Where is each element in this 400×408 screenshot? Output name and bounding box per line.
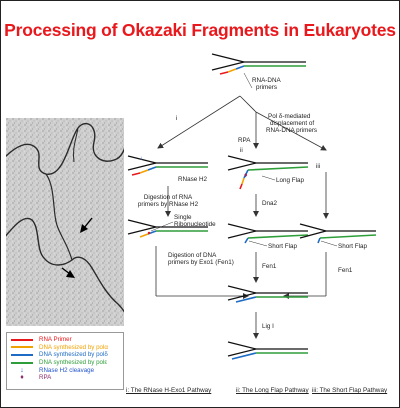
legend-item-rnase-h2: ↓ RNase H2 cleavage [11, 366, 119, 374]
rpa-icon: ♦ [20, 374, 24, 382]
label-short-flap-iii: Short Flap [338, 243, 368, 250]
rnase-cleavage-icon: ↓ [20, 366, 24, 374]
rpa-icon: ♦ [244, 172, 248, 179]
arrow-icon [80, 217, 93, 233]
dna-structure-i-2 [127, 219, 208, 238]
label-digestion-dna-1: Digestion of DNA [168, 252, 217, 259]
label-path-i: i [176, 115, 177, 122]
dna-structure-top [211, 53, 306, 75]
dna-structure-nicked [227, 285, 308, 303]
legend-item-rna-primer: RNA Primer [11, 336, 119, 344]
label-rna-dna-primers-1: RNA-DNA [252, 77, 281, 84]
legend-label: DNA synthesized by polε [39, 359, 108, 367]
label-single-1: Single [174, 214, 192, 221]
label-pol-delta-2: displacement of [270, 120, 314, 127]
rnase-cleavage-icon: ↓ [140, 156, 143, 162]
label-short-flap-ii: Short Flap [268, 243, 298, 250]
leader-line [243, 72, 253, 89]
label-fen1-ii: Fen1 [262, 263, 277, 270]
label-single-2: Ribonucleotide [174, 221, 216, 228]
legend: RNA Primer DNA synthesized by polα DNA s… [6, 332, 124, 390]
label-rna-dna-primers-2: primers [256, 84, 277, 91]
dna-structure-iii-2 [299, 223, 377, 244]
dna-structure-i-1: ↓ [127, 155, 208, 176]
pathway-caption-i: i: The RNase H-Exo1 Pathway [126, 387, 212, 394]
label-long-flap: Long Flap [276, 177, 305, 184]
label-digestion-dna-2: primers by Exo1 (Fen1) [168, 259, 234, 266]
legend-item-rpa: ♦ RPA [11, 374, 119, 382]
legend-swatch [11, 361, 33, 364]
leader-line [150, 221, 174, 232]
label-dna2: Dna2 [262, 200, 278, 207]
legend-swatch [11, 353, 33, 356]
pathway-caption-ii: ii: The Long Flap Pathway [236, 387, 309, 394]
label-digestion-rna-1: Digestion of RNA [144, 194, 193, 201]
arrow-connector [239, 95, 257, 113]
leader-line [248, 240, 268, 247]
legend-item-pol-alpha: DNA synthesized by polα [11, 344, 119, 352]
dna-structure-ii-1: ♦ [227, 155, 309, 190]
dna-structure-ii-2 [227, 223, 309, 244]
legend-label: DNA synthesized by polα [39, 343, 108, 351]
leader-line [261, 175, 276, 181]
legend-item-pol-epsilon: DNA synthesized by polε [11, 359, 119, 367]
label-rnase-h2: RNase H2 [178, 176, 208, 183]
label-path-iii: iii [316, 163, 320, 170]
dna-structure-ligated [227, 341, 308, 360]
legend-label: DNA synthesized by polδ [39, 351, 108, 359]
legend-swatch [11, 338, 33, 341]
label-lig-i: Lig I [262, 323, 274, 330]
label-rpa: RPA [238, 137, 251, 144]
arrow-icon [61, 267, 75, 278]
pathway-captions: i: The RNase H-Exo1 Pathway ii: The Long… [126, 385, 398, 399]
legend-item-pol-delta: DNA synthesized by polδ [11, 351, 119, 359]
arrow-path-iii [255, 111, 327, 151]
pathway-caption-iii: iii: The Short Flap Pathway [312, 387, 388, 394]
label-pol-delta-3: RNA-DNA primers [266, 127, 317, 134]
legend-label: RNase H2 cleavage [39, 366, 95, 374]
label-path-ii: ii [240, 147, 243, 154]
legend-label: RPA [39, 374, 52, 382]
label-fen1-iii: Fen1 [338, 267, 353, 274]
electron-micrograph [6, 118, 124, 326]
legend-label: RNA Primer [39, 336, 72, 344]
legend-swatch [11, 346, 33, 349]
leader-line [320, 240, 338, 247]
figure-title: Processing of Okazaki Fragments in Eukar… [4, 20, 396, 40]
label-digestion-rna-2: primers by RNase H2 [138, 201, 199, 208]
label-pol-delta-1: Pol δ-mediated [268, 113, 311, 120]
arrow-path-i [157, 95, 241, 149]
